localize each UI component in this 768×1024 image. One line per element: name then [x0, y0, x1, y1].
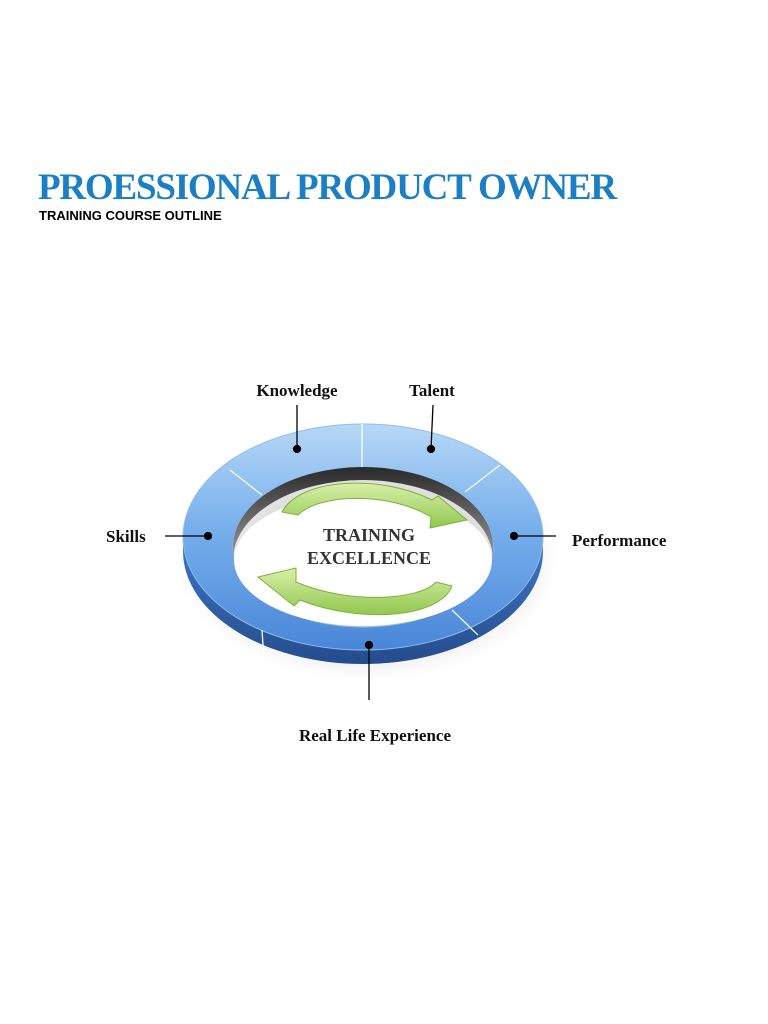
label-performance: Performance [572, 531, 667, 550]
connectors [165, 404, 556, 700]
skills-dot [203, 531, 213, 541]
label-real-life-experience: Real Life Experience [299, 726, 451, 745]
ring-dividers [229, 424, 501, 661]
talent-dot [426, 444, 436, 454]
bottom-arrow-icon [256, 567, 453, 616]
page-subtitle: TRAINING COURSE OUTLINE [39, 208, 222, 223]
label-talent: Talent [409, 381, 455, 400]
ring-inner-wall [233, 467, 493, 560]
real-life-dot [364, 640, 374, 650]
cycle-arrows [256, 482, 469, 616]
knowledge-dot [292, 444, 302, 454]
page-title: PROESSIONAL PRODUCT OWNER [38, 167, 617, 208]
top-arrow-icon [281, 482, 469, 529]
center-label-line2: EXCELLENCE [307, 548, 431, 568]
center-label-line1: TRAINING [323, 525, 415, 545]
label-knowledge: Knowledge [256, 381, 338, 400]
label-skills: Skills [106, 527, 146, 546]
performance-dot [509, 531, 519, 541]
